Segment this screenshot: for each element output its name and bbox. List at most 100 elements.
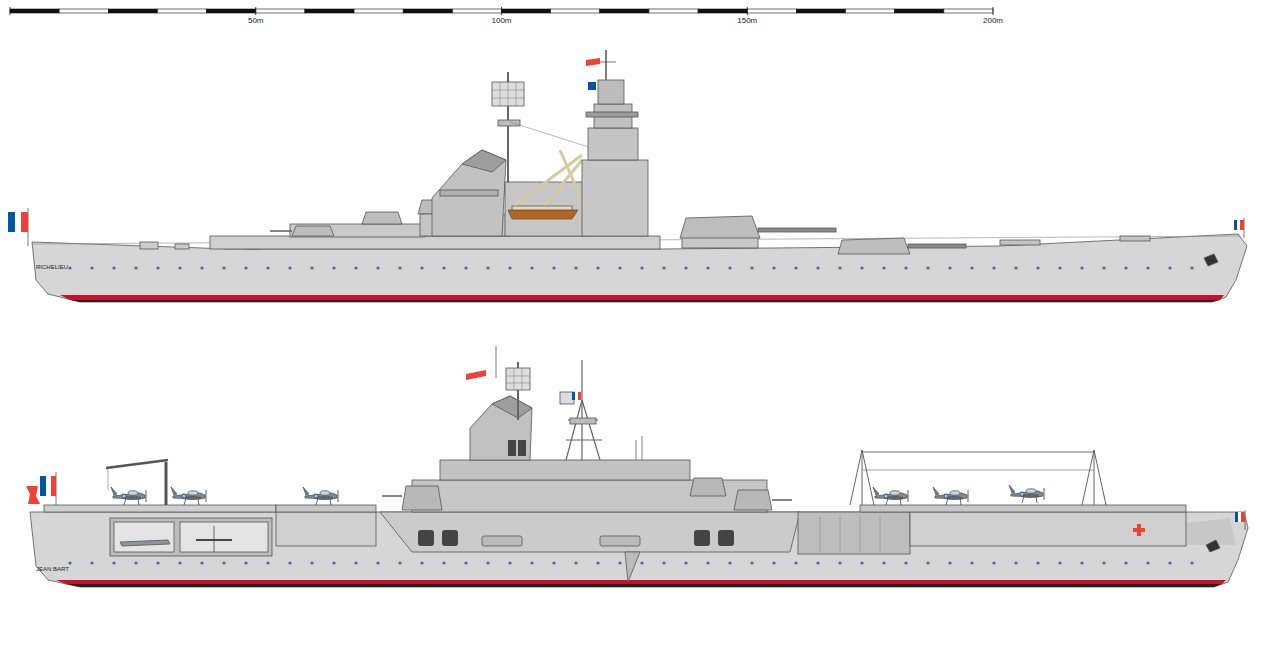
porthole <box>1080 561 1083 564</box>
deck-house <box>210 236 660 249</box>
porthole <box>1036 266 1039 269</box>
porthole <box>574 561 577 564</box>
porthole <box>112 266 115 269</box>
porthole <box>90 561 93 564</box>
roundel <box>885 495 888 498</box>
porthole <box>904 561 907 564</box>
canopy <box>950 491 960 495</box>
scale-segment <box>944 9 993 13</box>
carrier-profile <box>26 346 1248 587</box>
roundel <box>944 494 949 499</box>
crane-jib <box>106 460 168 468</box>
porthole <box>618 561 621 564</box>
porthole <box>970 561 973 564</box>
keel-line <box>66 584 1222 587</box>
scale-label: 50m <box>248 17 264 25</box>
tower-level <box>598 80 624 104</box>
roundel <box>1020 492 1025 497</box>
porthole <box>354 561 357 564</box>
porthole <box>68 266 71 269</box>
aircraft-silhouette <box>171 487 206 505</box>
porthole <box>992 266 995 269</box>
ship-detail <box>880 516 881 552</box>
ship-detail <box>566 400 582 460</box>
scale-label: 100m <box>491 17 511 25</box>
roundel <box>885 495 887 497</box>
mast <box>642 436 643 460</box>
porthole <box>112 561 115 564</box>
porthole <box>1124 266 1127 269</box>
porthole <box>662 266 665 269</box>
roundel <box>122 494 127 499</box>
ship-detail <box>418 530 434 546</box>
porthole <box>552 561 555 564</box>
tower-level <box>588 128 638 160</box>
secondary-turret <box>734 490 772 510</box>
aircraft <box>111 485 1044 505</box>
radar-antenna <box>506 368 530 390</box>
jack-white <box>1238 512 1241 522</box>
main-turret <box>680 216 760 238</box>
porthole <box>90 266 93 269</box>
ship-detail <box>1094 450 1095 505</box>
secondary-turret <box>690 478 726 496</box>
ship-detail <box>862 470 1094 471</box>
scale-tick <box>993 7 994 15</box>
porthole <box>200 561 203 564</box>
scale-segment <box>403 9 452 13</box>
canopy <box>188 491 198 495</box>
keel-line <box>70 300 1220 302</box>
porthole <box>1168 561 1171 564</box>
tail-fin <box>873 487 879 495</box>
porthole <box>992 561 995 564</box>
boat-recess <box>418 530 734 546</box>
scale-bar <box>10 7 993 15</box>
scale-segment <box>895 9 944 13</box>
scale-segment <box>502 9 551 13</box>
roundel <box>315 495 317 497</box>
porthole <box>156 266 159 269</box>
roundel <box>182 494 187 499</box>
porthole <box>838 266 841 269</box>
scale-segment <box>698 9 747 13</box>
porthole <box>508 561 511 564</box>
porthole <box>266 266 269 269</box>
hangar-cutaway <box>110 518 272 556</box>
hangar-doors <box>820 516 880 552</box>
porthole <box>1146 266 1149 269</box>
deck-platform <box>276 505 376 512</box>
scale-segment <box>108 9 157 13</box>
porthole <box>882 561 885 564</box>
jack-red <box>1240 220 1244 230</box>
porthole <box>662 561 665 564</box>
streamer <box>26 486 40 504</box>
canopy <box>128 491 138 495</box>
hatch <box>482 536 522 546</box>
gun-barrels <box>908 244 966 248</box>
porthole <box>310 561 313 564</box>
tail-fin <box>303 487 309 495</box>
forward-hangar <box>798 512 910 554</box>
porthole <box>706 266 709 269</box>
rigging <box>510 122 598 150</box>
porthole <box>134 561 137 564</box>
ship-detail <box>860 516 861 552</box>
jack-white <box>1237 220 1240 230</box>
porthole <box>442 266 445 269</box>
flag-blue <box>572 392 575 400</box>
porthole <box>904 266 907 269</box>
porthole <box>1036 561 1039 564</box>
porthole <box>178 561 181 564</box>
roundel <box>183 495 186 498</box>
roundel <box>123 495 126 498</box>
funnel-vent <box>508 440 516 456</box>
porthole <box>244 561 247 564</box>
radar-antenna <box>492 82 524 106</box>
scale-segment <box>305 9 354 13</box>
ship-name: RICHELIEU <box>36 264 68 270</box>
scale-tick <box>10 7 11 15</box>
porthole <box>772 561 775 564</box>
canopy <box>890 491 900 495</box>
ship-detail <box>560 150 584 205</box>
